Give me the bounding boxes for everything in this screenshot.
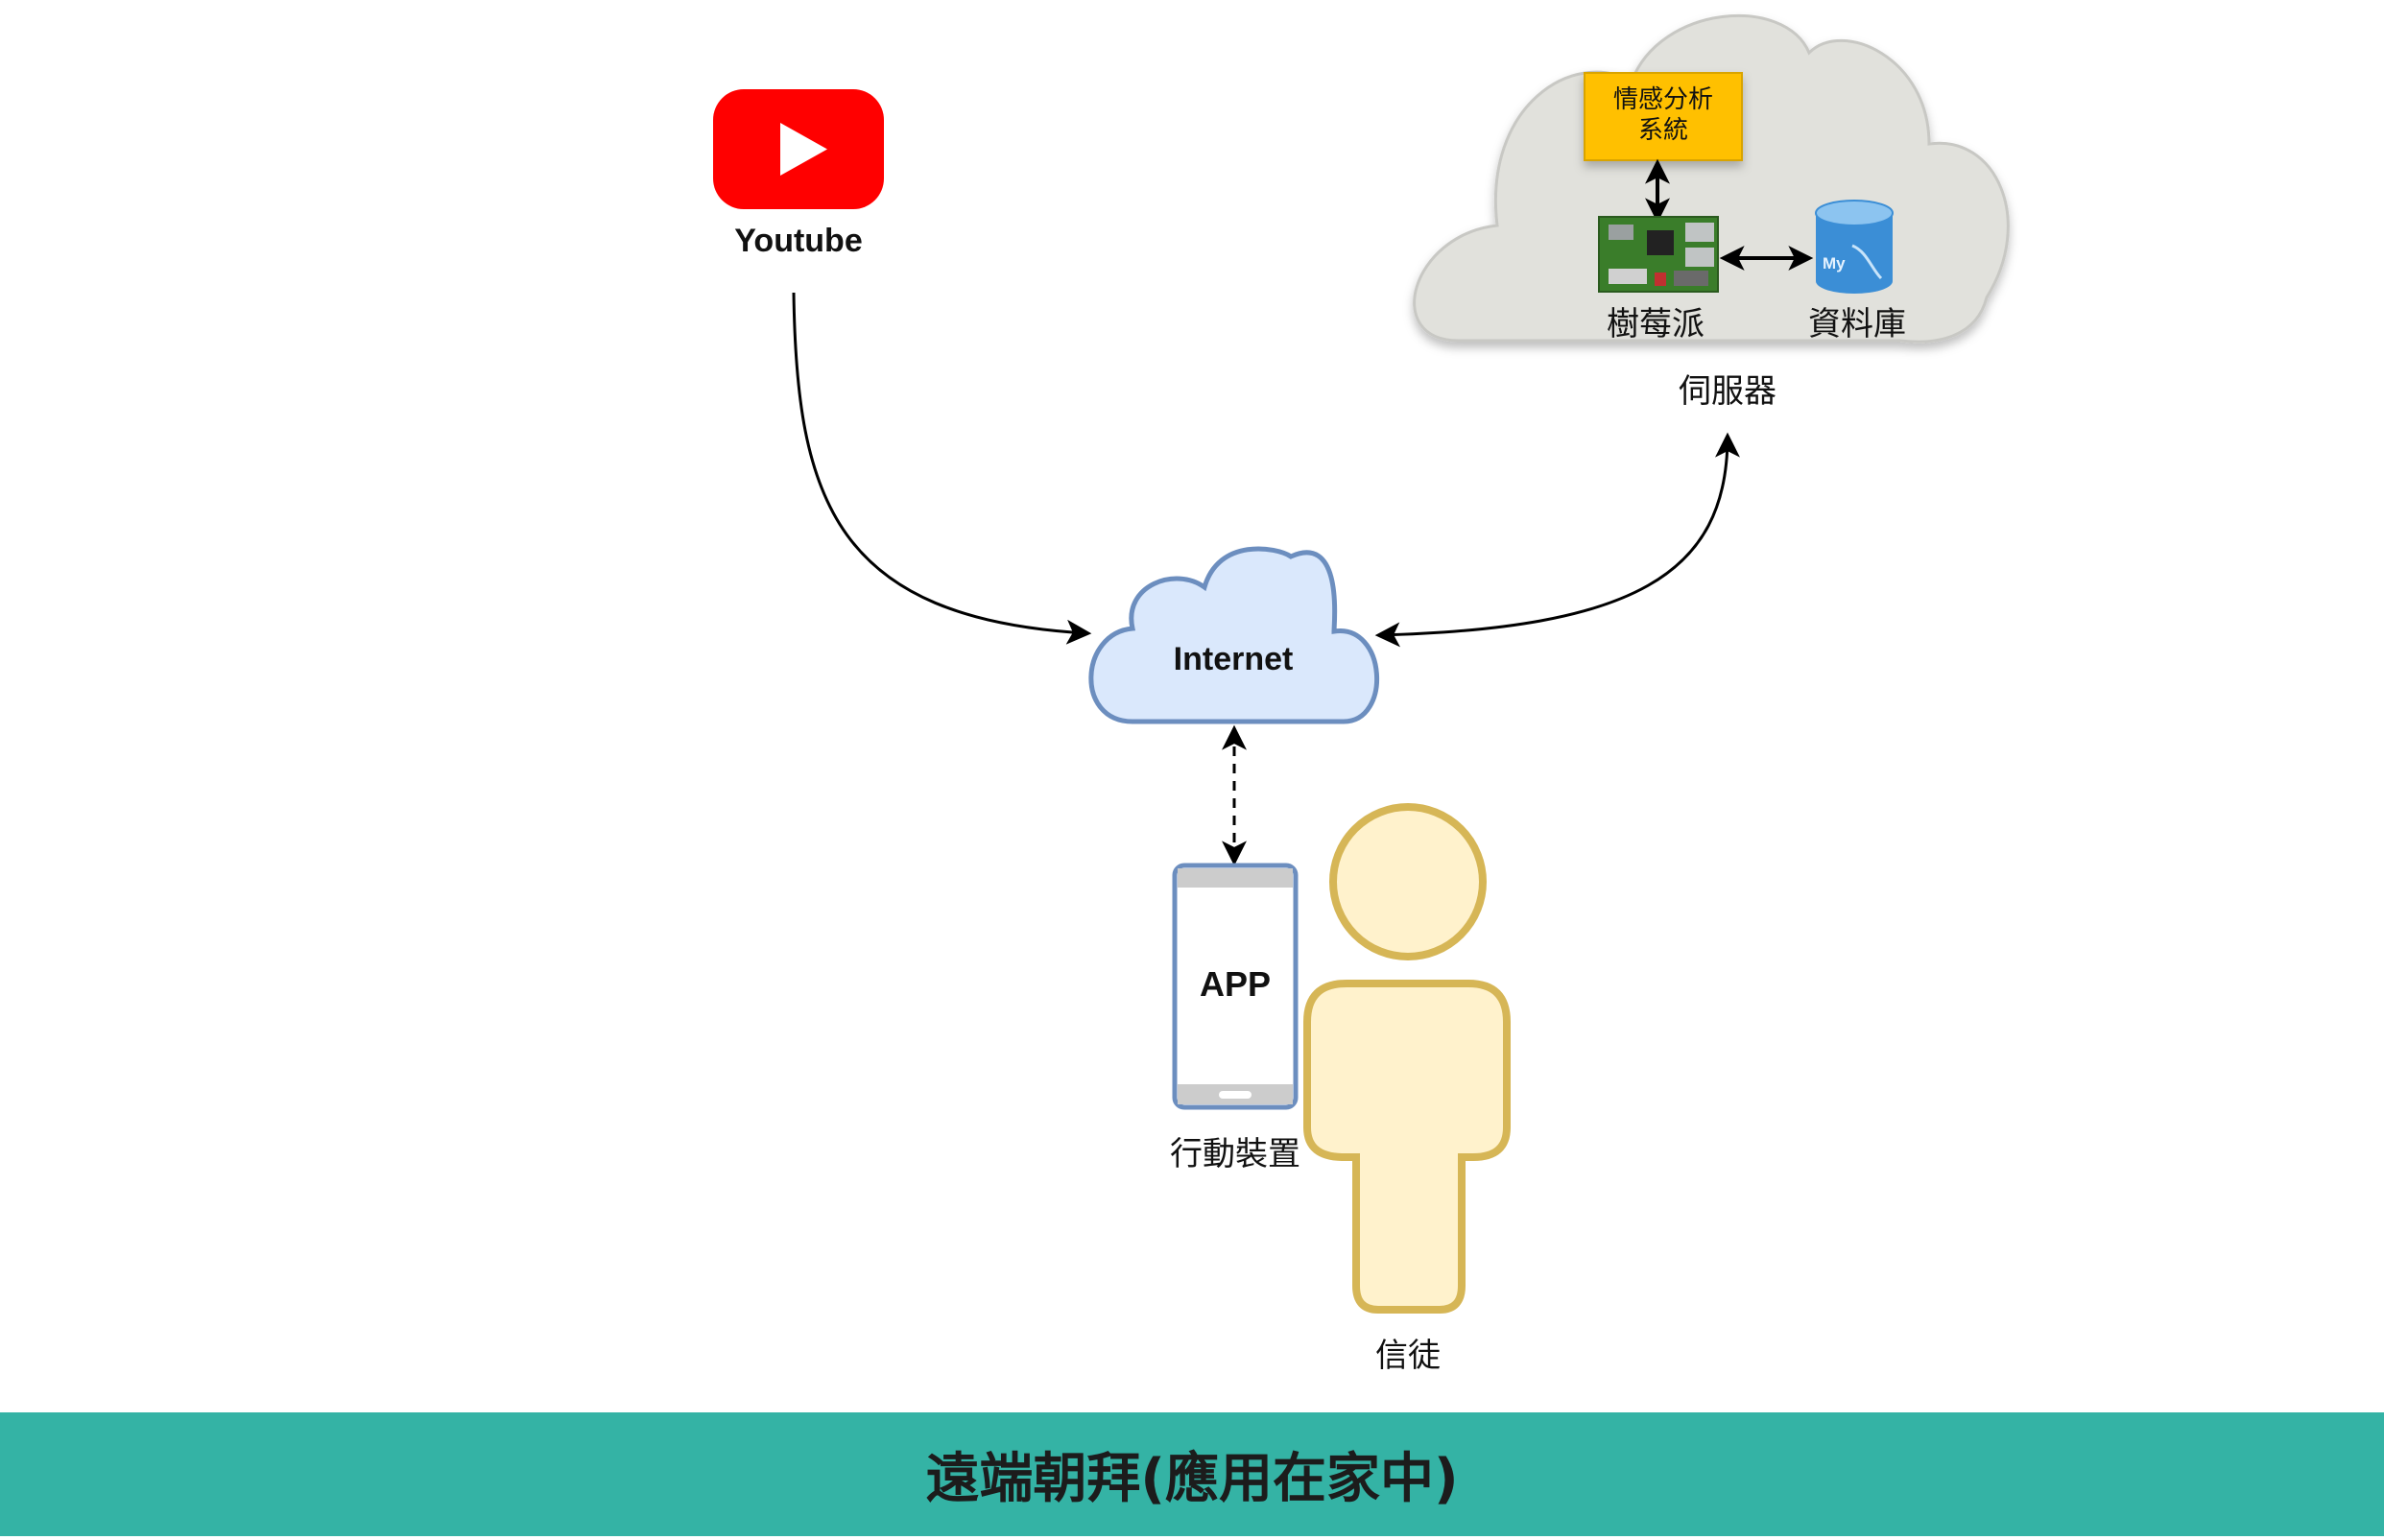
raspberry-pi-icon — [1598, 216, 1719, 293]
footer-title: 遠端朝拜(應用在家中) — [925, 1448, 1459, 1510]
mysql-logo-text: My — [1823, 254, 1846, 272]
app-label: APP — [1199, 964, 1272, 1004]
database-label: 資料庫 — [1808, 305, 1906, 344]
mobile-phone-icon — [1172, 863, 1299, 1110]
youtube-to-internet-arrow — [792, 292, 1092, 645]
youtube-label: Youtube — [734, 223, 863, 259]
internet-server-arrow — [1374, 432, 1740, 648]
youtube-icon — [713, 89, 884, 209]
sentiment-analysis-line1: 情感分析 — [1612, 85, 1713, 114]
footer-banner: 遠端朝拜(應用在家中) — [0, 1412, 2384, 1536]
server-cloud — [1413, 13, 2010, 344]
server-label: 伺服器 — [1679, 372, 1776, 411]
believer-icon — [1303, 803, 1511, 1314]
internet-label: Internet — [1173, 641, 1294, 677]
sentiment-analysis-label: 情感分析 系統 — [1585, 84, 1742, 146]
internet-cloud — [1088, 546, 1380, 724]
believer-label: 信徒 — [1375, 1337, 1441, 1375]
sentiment-analysis-box — [1584, 72, 1743, 161]
mobile-device-label: 行動裝置 — [1170, 1135, 1300, 1173]
raspberry-pi-label: 樹莓派 — [1607, 305, 1705, 344]
sentiment-analysis-line2: 系統 — [1637, 116, 1688, 145]
database-icon: My — [1815, 200, 1894, 294]
